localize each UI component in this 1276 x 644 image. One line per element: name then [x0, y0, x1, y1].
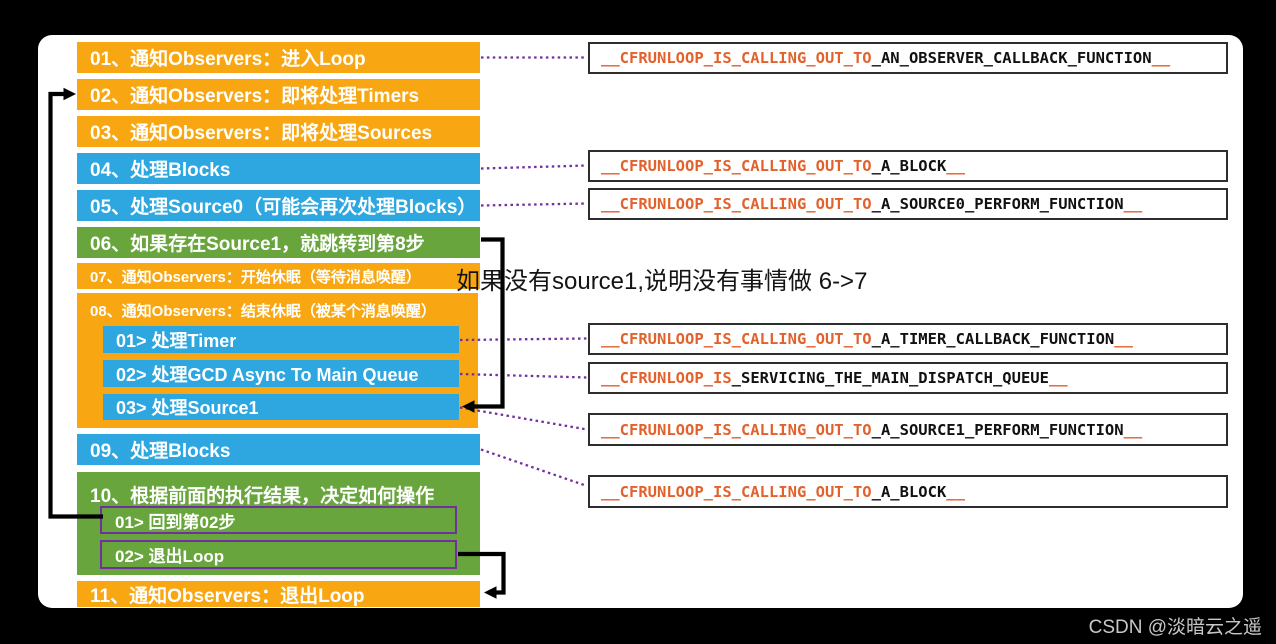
callback-box-timer: __CFRUNLOOP_IS_CALLING_OUT_TO_A_TIMER_CA… [588, 323, 1228, 355]
callback-core: _A_BLOCK [871, 157, 947, 175]
flow-step-08-label: 08、通知Observers：结束休眠（被某个消息唤醒） [90, 303, 436, 320]
flow-step-06: 06、如果存在Source1，就跳转到第8步 [77, 227, 480, 258]
callback-suffix: __ [1151, 49, 1171, 67]
substep-08-gcd-main-queue: 02> 处理GCD Async To Main Queue [103, 360, 459, 387]
callback-core: _A_BLOCK [871, 482, 947, 501]
callback-box-block-2: __CFRUNLOOP_IS_CALLING_OUT_TO_A_BLOCK__ [588, 475, 1228, 508]
callback-box-main-dispatch-queue: __CFRUNLOOP_IS_SERVICING_THE_MAIN_DISPAT… [588, 362, 1228, 394]
callback-suffix: __ [1123, 420, 1143, 439]
substep-10-exit-loop: 02> 退出Loop [100, 540, 457, 569]
callback-core: _A_SOURCE1_PERFORM_FUNCTION [871, 420, 1124, 439]
callback-prefix: __CFRUNLOOP_IS_CALLING_OUT_TO [601, 195, 872, 213]
callback-suffix: __ [1048, 369, 1068, 387]
callback-suffix: __ [946, 157, 965, 175]
callback-prefix: __CFRUNLOOP_IS_CALLING_OUT_TO [601, 330, 872, 348]
flow-step-03: 03、通知Observers：即将处理Sources [77, 116, 480, 147]
callback-box-source1: __CFRUNLOOP_IS_CALLING_OUT_TO_A_SOURCE1_… [588, 413, 1228, 446]
substep-08-timer: 01> 处理Timer [103, 326, 459, 353]
flow-step-10-label: 10、根据前面的执行结果，决定如何操作 [90, 486, 435, 507]
substep-10-back-to-02: 01> 回到第02步 [100, 506, 457, 534]
callback-prefix: __CFRUNLOOP_IS_CALLING_OUT_TO [601, 420, 872, 439]
flow-step-04: 04、处理Blocks [77, 153, 480, 184]
flow-step-07: 07、通知Observers：开始休眠（等待消息唤醒） [77, 263, 480, 289]
callback-box-source0: __CFRUNLOOP_IS_CALLING_OUT_TO_A_SOURCE0_… [588, 188, 1228, 220]
callback-box-observer: __CFRUNLOOP_IS_CALLING_OUT_TO_AN_OBSERVE… [588, 42, 1228, 74]
flow-step-02: 02、通知Observers：即将处理Timers [77, 79, 480, 110]
watermark: CSDN @淡暗云之遥 [1088, 617, 1262, 638]
callback-box-block-1: __CFRUNLOOP_IS_CALLING_OUT_TO_A_BLOCK__ [588, 150, 1228, 182]
flow-step-09: 09、处理Blocks [77, 434, 480, 465]
callback-suffix: __ [1114, 330, 1133, 348]
callback-prefix: __CFRUNLOOP_IS_CALLING_OUT_TO [601, 49, 872, 67]
callback-prefix: __CFRUNLOOP_IS_CALLING_OUT_TO [601, 157, 872, 175]
callback-prefix: __CFRUNLOOP_IS_CALLING_OUT_TO [601, 482, 872, 501]
callback-core: _SERVICING_THE_MAIN_DISPATCH_QUEUE [731, 369, 1049, 387]
flow-step-11: 11、通知Observers：退出Loop [77, 581, 480, 607]
callback-core: _AN_OBSERVER_CALLBACK_FUNCTION [871, 49, 1152, 67]
callback-core: _A_TIMER_CALLBACK_FUNCTION [871, 330, 1115, 348]
callback-core: _A_SOURCE0_PERFORM_FUNCTION [871, 195, 1124, 213]
substep-08-source1: 03> 处理Source1 [103, 394, 459, 420]
callback-suffix: __ [946, 482, 965, 501]
flow-step-01: 01、通知Observers：进入Loop [77, 42, 480, 73]
callback-prefix: __CFRUNLOOP_IS [601, 369, 732, 387]
flow-step-05: 05、处理Source0（可能会再次处理Blocks） [77, 190, 480, 221]
callback-suffix: __ [1123, 195, 1143, 213]
annotation-no-source1: 如果没有source1,说明没有事情做 6->7 [456, 268, 868, 295]
